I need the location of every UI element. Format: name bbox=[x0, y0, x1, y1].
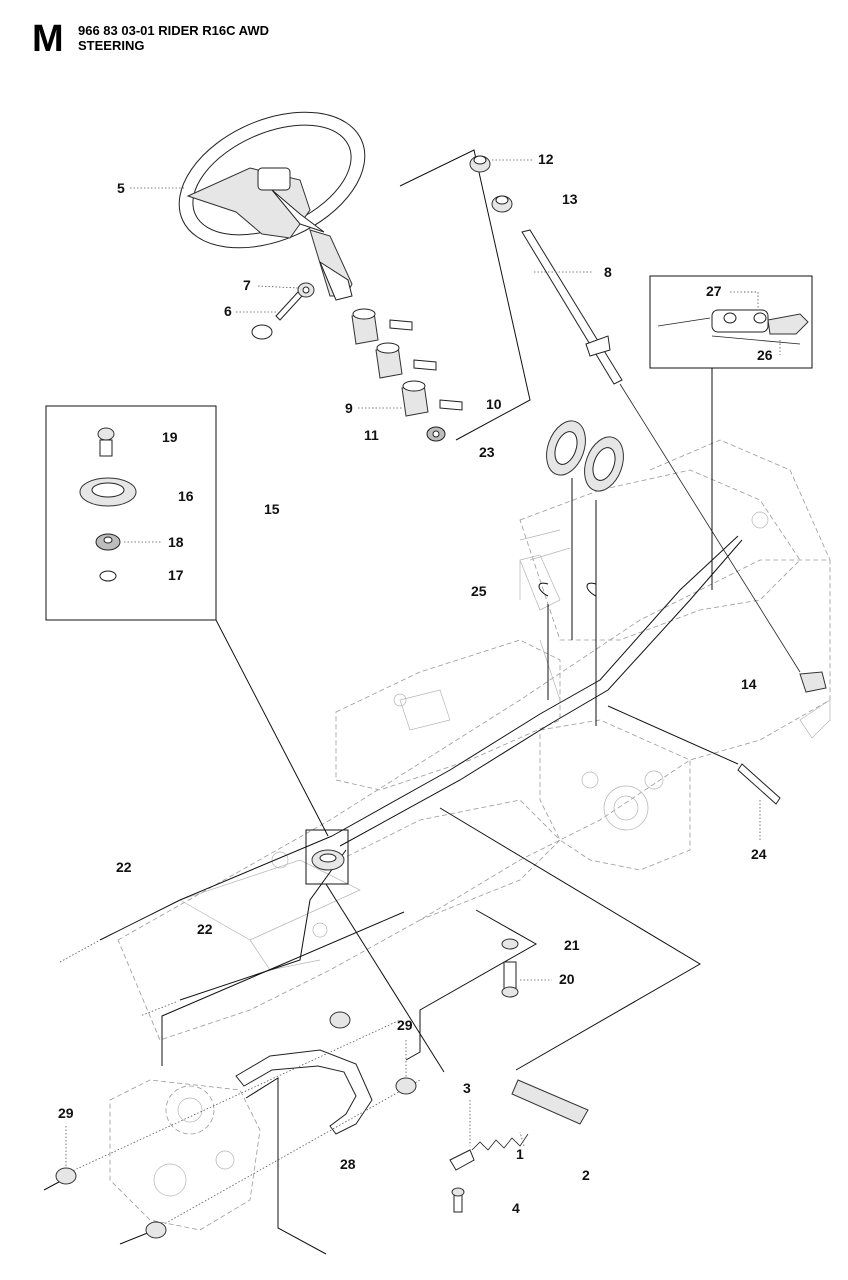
callout-23: 23 bbox=[479, 444, 495, 460]
transmission-ghost bbox=[109, 1079, 261, 1231]
section-letter: M bbox=[32, 18, 64, 60]
washer-part-7 bbox=[297, 282, 315, 298]
callout-20: 20 bbox=[559, 971, 575, 987]
callout-4: 4 bbox=[512, 1200, 520, 1216]
steering-cable bbox=[59, 535, 743, 1017]
callout-27: 27 bbox=[706, 283, 722, 299]
callout-1: 1 bbox=[516, 1146, 524, 1162]
callout-22-upper: 22 bbox=[116, 859, 132, 875]
callout-10: 10 bbox=[486, 396, 502, 412]
callout-28: 28 bbox=[340, 1156, 356, 1172]
callout-26: 26 bbox=[757, 347, 773, 363]
callout-11: 11 bbox=[364, 427, 379, 443]
callout-21: 21 bbox=[564, 937, 580, 953]
steering-shaft-group bbox=[399, 149, 827, 693]
callout-17: 17 bbox=[168, 567, 184, 583]
frame-chassis-ghost bbox=[117, 439, 831, 1041]
detail-box-pulley-assy bbox=[45, 405, 329, 837]
diagram-subtitle: STEERING bbox=[78, 38, 145, 53]
callout-14: 14 bbox=[741, 676, 757, 692]
pulleys bbox=[546, 420, 624, 726]
callout-labels: 5 7 6 9 10 11 12 13 8 27 26 23 19 16 15 … bbox=[58, 151, 773, 1216]
callout-13: 13 bbox=[562, 191, 578, 207]
callout-19: 19 bbox=[162, 429, 178, 445]
callout-29-right: 29 bbox=[397, 1017, 413, 1033]
callout-6: 6 bbox=[224, 303, 232, 319]
spring-assembly bbox=[449, 1079, 589, 1213]
callout-24: 24 bbox=[751, 846, 767, 862]
callout-3: 3 bbox=[463, 1080, 471, 1096]
callout-12: 12 bbox=[538, 151, 554, 167]
callout-2: 2 bbox=[582, 1167, 590, 1183]
u-bracket-part-28 bbox=[43, 1019, 421, 1245]
clips-part-25 bbox=[538, 582, 597, 700]
column-bushings bbox=[351, 308, 463, 442]
leader-lines bbox=[65, 159, 761, 1166]
callout-9: 9 bbox=[345, 400, 353, 416]
bushing-box bbox=[305, 829, 445, 1073]
bolt-part-20 bbox=[501, 938, 519, 998]
callout-15: 15 bbox=[264, 501, 280, 517]
diagram-title: 966 83 03-01 RIDER R16C AWD bbox=[78, 23, 269, 38]
callout-7: 7 bbox=[243, 277, 251, 293]
callout-25: 25 bbox=[471, 583, 487, 599]
callout-18: 18 bbox=[168, 534, 184, 550]
bushing-part-29 bbox=[55, 1011, 417, 1239]
callout-8: 8 bbox=[604, 264, 612, 280]
rod-part-24 bbox=[607, 705, 781, 805]
callout-29-left: 29 bbox=[58, 1105, 74, 1121]
lower-detail-outline bbox=[161, 807, 701, 1255]
callout-5: 5 bbox=[117, 180, 125, 196]
pin-part-6 bbox=[251, 291, 303, 340]
steering-wheel bbox=[178, 111, 366, 301]
callout-16: 16 bbox=[178, 488, 194, 504]
callout-22-lower: 22 bbox=[197, 921, 213, 937]
